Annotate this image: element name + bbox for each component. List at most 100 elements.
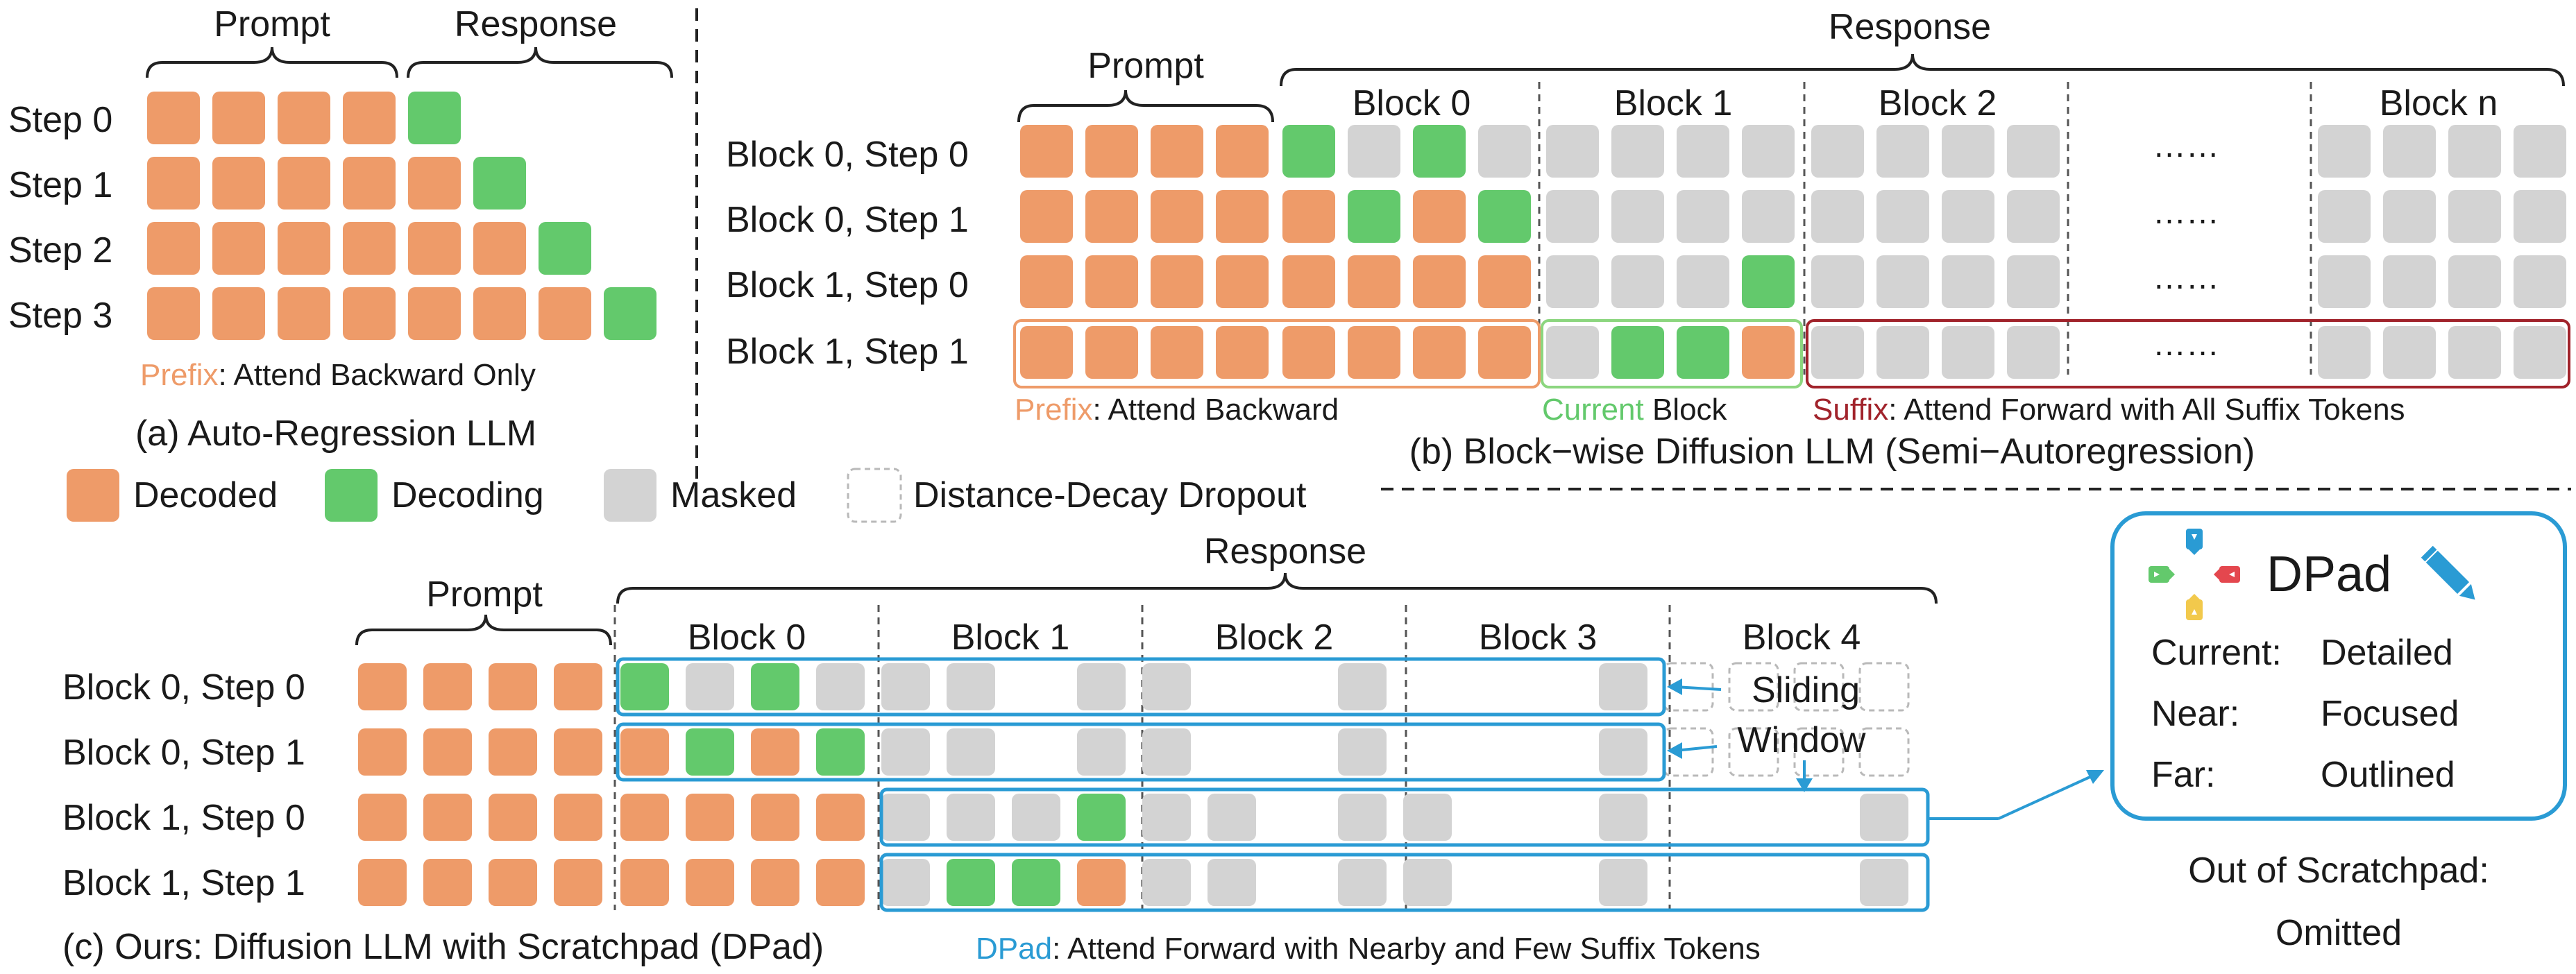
token-masked [2514, 190, 2566, 243]
token-decoding [947, 859, 995, 906]
token-masked [2448, 190, 2501, 243]
token-decoded [620, 794, 669, 841]
dpad-footer: Out of Scratchpad: [2188, 851, 2489, 891]
token-decoded [751, 728, 799, 776]
prefix-keyword: Prefix [140, 358, 218, 392]
window-label: Window [1738, 720, 1866, 760]
suffix-box [1806, 319, 2570, 388]
token-decoded [1020, 255, 1073, 308]
row-label: Step 1 [8, 165, 112, 205]
token-masked [1811, 255, 1864, 308]
current-block-box [1541, 319, 1803, 388]
token-masked [1611, 125, 1664, 178]
token-decoded [1151, 125, 1203, 178]
token-dropout [1858, 662, 1910, 712]
token-masked [1546, 255, 1599, 308]
token-decoded [1077, 859, 1126, 906]
token-masked [686, 663, 734, 710]
token-decoded [751, 859, 799, 906]
token-decoded [212, 157, 265, 210]
row-label: Block 1, Step 0 [726, 265, 969, 305]
dpad-value: Detailed [2321, 633, 2453, 673]
token-decoded [212, 92, 265, 144]
token-dropout [1663, 662, 1714, 712]
token-masked [1338, 859, 1387, 906]
token-decoded [554, 859, 602, 906]
prefix-box [1013, 319, 1541, 388]
token-decoded [1478, 255, 1531, 308]
token-masked [881, 794, 930, 841]
dpad-keyword: DPad [976, 932, 1052, 966]
token-decoded [343, 92, 396, 144]
token-decoded [1085, 190, 1138, 243]
token-decoded [423, 663, 472, 710]
block-label: Block 3 [1479, 617, 1598, 658]
dpad-box: DPad Current: Detailed Near: Focused Far… [2110, 511, 2567, 953]
token-decoded [620, 859, 669, 906]
token-decoded [1348, 326, 1400, 379]
token-masked [1142, 859, 1191, 906]
sliding-label: Sliding [1752, 670, 1860, 710]
token-masked [2383, 326, 2436, 379]
token-masked [881, 663, 930, 710]
token-decoded [620, 728, 669, 776]
token-masked [1742, 190, 1795, 243]
row-label: Block 0, Step 1 [726, 200, 969, 240]
dpad-key: Near: [2151, 694, 2239, 734]
prefix-keyword: Prefix [1015, 393, 1092, 427]
token-decoded [343, 222, 396, 275]
token-masked [947, 794, 995, 841]
token-decoding [604, 287, 656, 340]
prompt-label: Prompt [214, 4, 330, 44]
token-decoded [554, 794, 602, 841]
token-masked [1546, 125, 1599, 178]
token-decoded [278, 287, 330, 340]
token-masked [1677, 255, 1729, 308]
token-decoded [686, 859, 734, 906]
token-decoded [1216, 125, 1269, 178]
ellipsis: …… [2153, 259, 2219, 296]
token-decoded [489, 859, 537, 906]
token-masked [1742, 125, 1795, 178]
token-decoding [408, 92, 461, 144]
token-decoded [489, 794, 537, 841]
row-label: Step 2 [8, 230, 112, 271]
token-masked [1338, 728, 1387, 776]
token-masked [1142, 794, 1191, 841]
token-masked [881, 728, 930, 776]
connector-arrow-head [2086, 770, 2104, 784]
token-decoding [686, 728, 734, 776]
window-arrow-head [1667, 678, 1682, 695]
token-masked [1876, 326, 1929, 379]
token-decoded [1348, 255, 1400, 308]
token-decoded [1020, 326, 1073, 379]
panel-c: Prompt Response Block 0 Block 1 Block 2 … [62, 531, 2104, 967]
token-masked [1478, 125, 1531, 178]
token-masked [1811, 190, 1864, 243]
block-label: Block 0 [688, 617, 806, 658]
token-masked [2007, 125, 2060, 178]
token-masked [2007, 255, 2060, 308]
response-brace [407, 46, 673, 78]
connector-line [1998, 774, 2094, 820]
legend-masked-label: Masked [670, 475, 797, 515]
response-brace [1280, 53, 2565, 87]
token-decoded [1216, 190, 1269, 243]
token-decoded [212, 287, 265, 340]
token-decoding [1611, 326, 1664, 379]
token-decoded [473, 287, 526, 340]
token-masked [1403, 794, 1452, 841]
legend-masked-swatch [604, 469, 656, 522]
block-label: Block 0 [1353, 83, 1471, 123]
legend-decoded-swatch [67, 469, 119, 522]
token-masked [1012, 794, 1060, 841]
prompt-brace [1017, 89, 1274, 123]
token-decoded [554, 728, 602, 776]
token-masked [1876, 190, 1929, 243]
sliding-window-box [879, 853, 1930, 912]
token-masked [1942, 255, 1994, 308]
token-masked [1876, 255, 1929, 308]
row-label: Block 0, Step 0 [726, 135, 969, 175]
token-decoded [358, 728, 407, 776]
